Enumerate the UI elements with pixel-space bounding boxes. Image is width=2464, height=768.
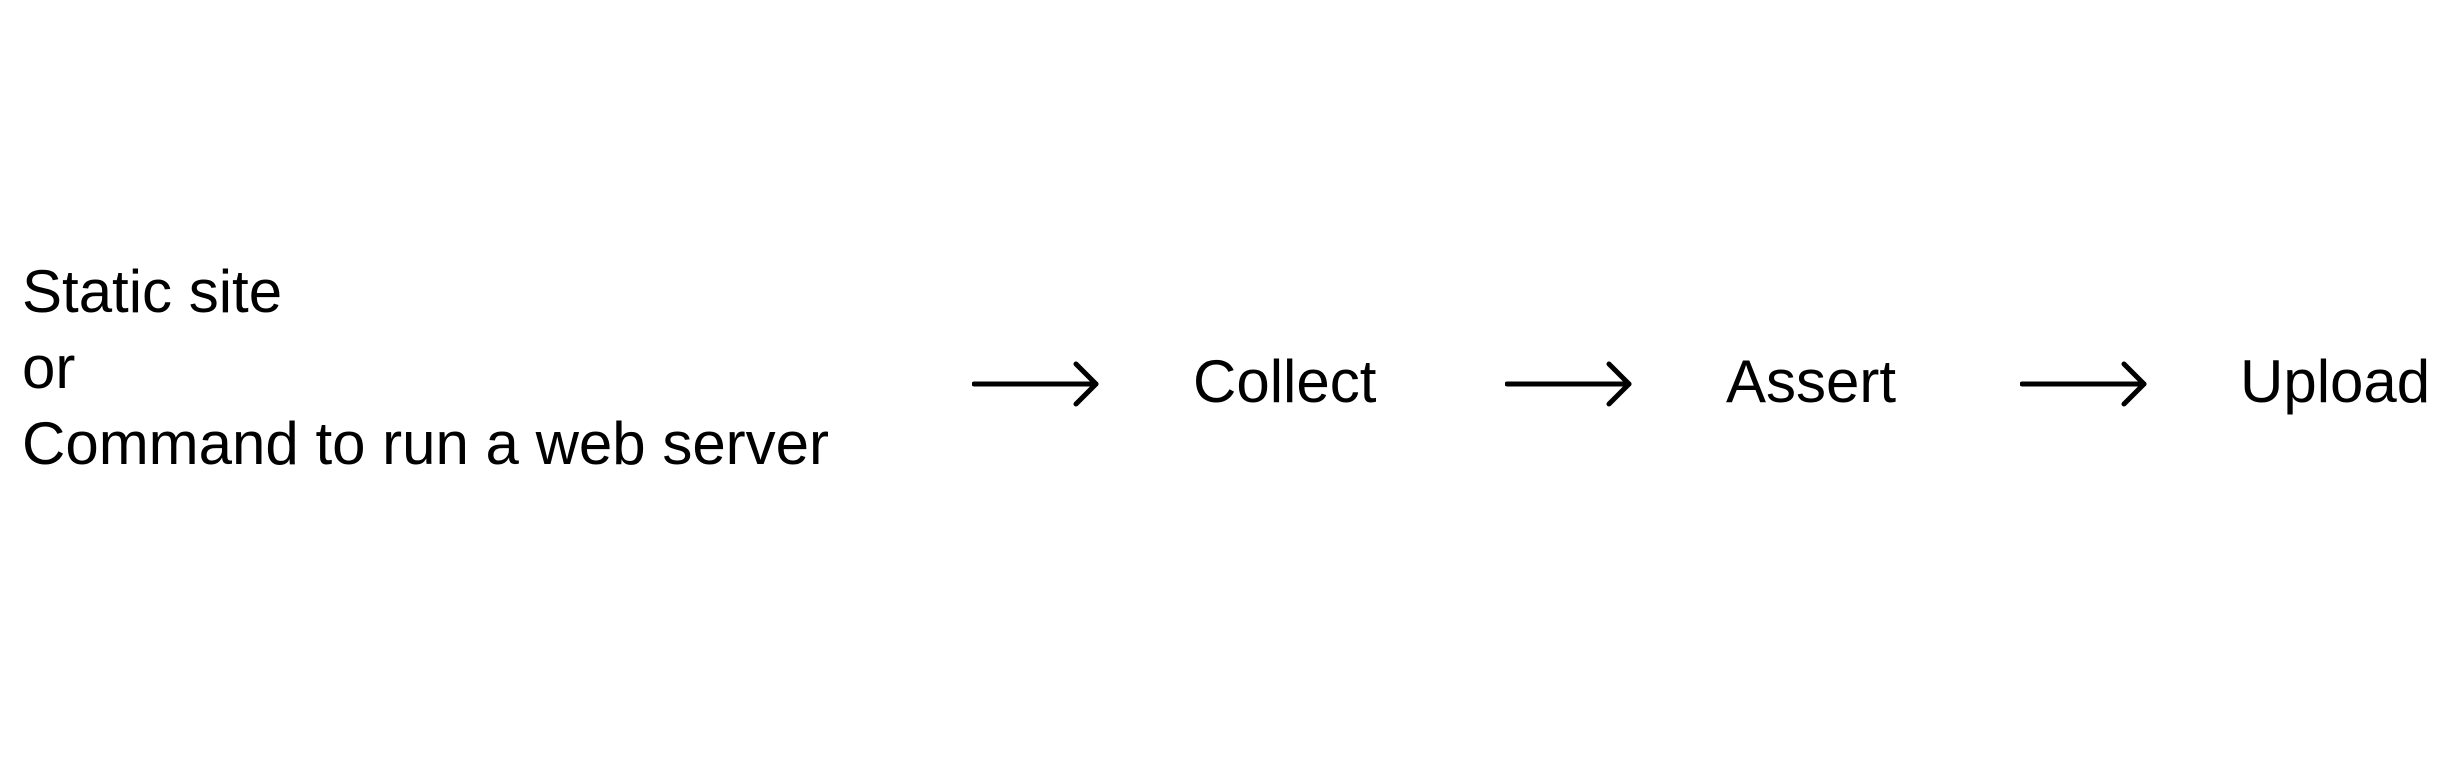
step-upload: Upload <box>2240 348 2431 415</box>
input-or-separator: or <box>22 334 76 401</box>
step-collect: Collect <box>1193 348 1377 415</box>
input-option-web-server-command: Command to run a web server <box>22 410 830 477</box>
input-option-static-site: Static site <box>22 258 283 325</box>
arrow-right-icon <box>1505 354 1635 414</box>
input-node: Static site or Command to run a web serv… <box>22 254 829 482</box>
step-assert: Assert <box>1726 348 1897 415</box>
arrow-right-icon <box>972 354 1102 414</box>
arrow-right-icon <box>2020 354 2150 414</box>
